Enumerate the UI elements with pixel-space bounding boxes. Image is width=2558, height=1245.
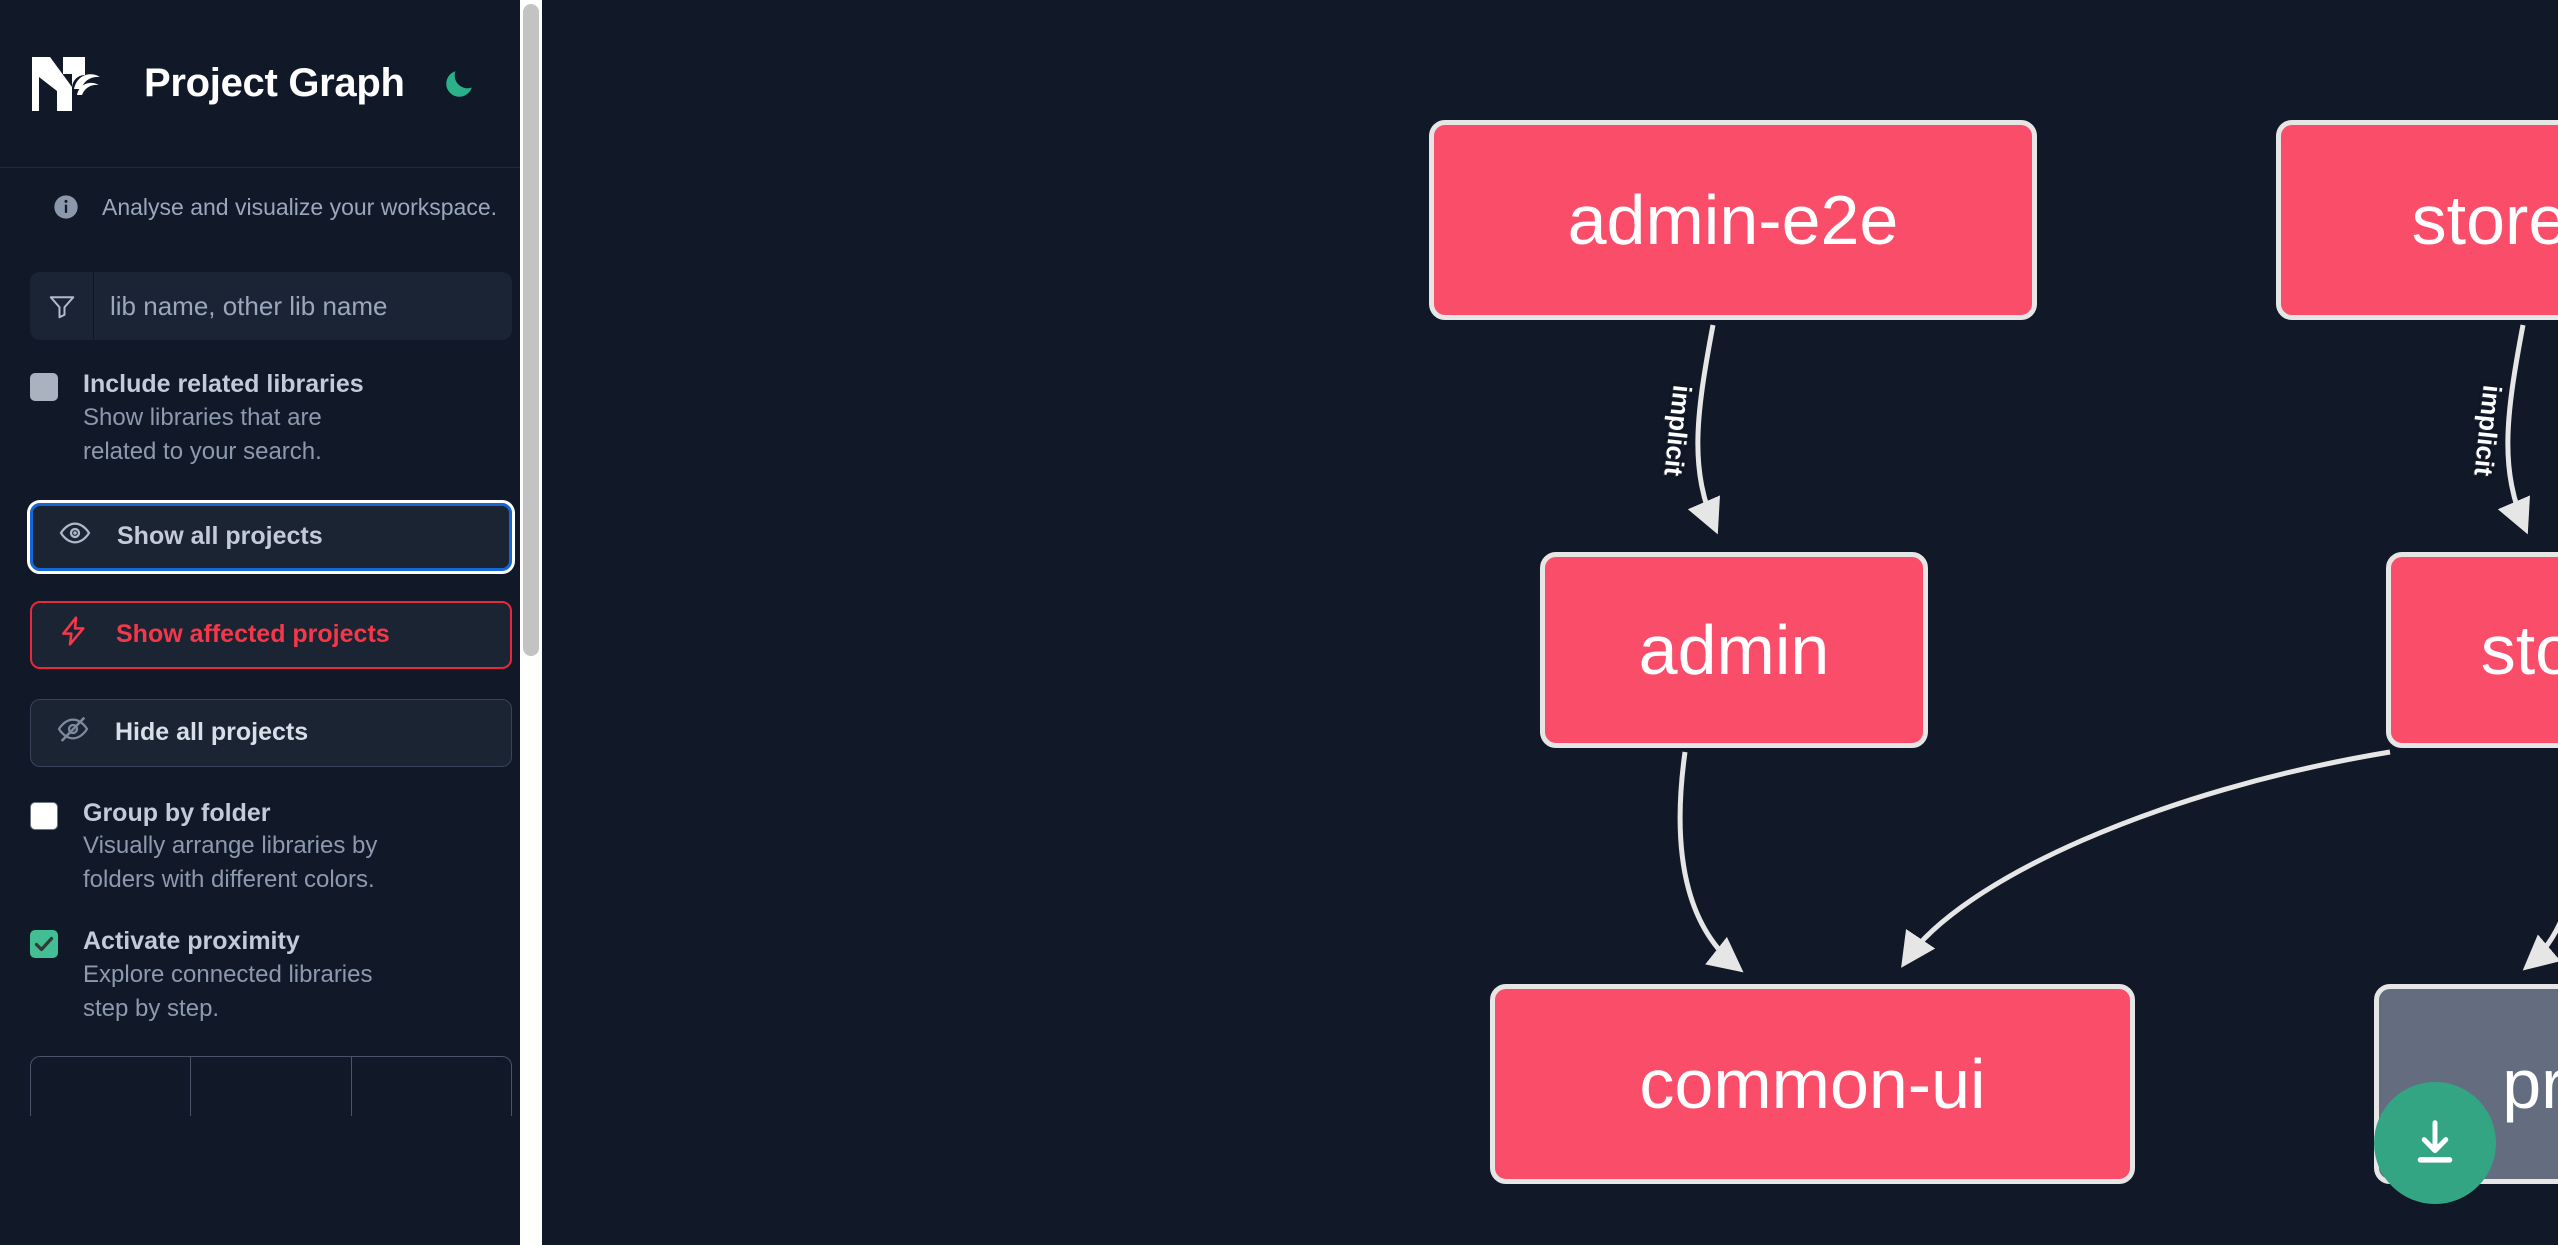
sidebar-header: Project Graph: [0, 0, 542, 168]
checkbox-group-by-folder-description: Visually arrange libraries by folders wi…: [83, 832, 378, 894]
info-icon: [52, 193, 80, 221]
edge-store-e2e-to-store: [2497, 324, 2531, 535]
graph-node-products-label: products: [2502, 1045, 2558, 1123]
moon-icon[interactable]: [439, 64, 479, 104]
graph-canvas[interactable]: admin-e2e store-e2e admin store common-u…: [560, 0, 2558, 1245]
graph-node-store[interactable]: store: [2386, 552, 2558, 748]
checkbox-include-related-libraries[interactable]: Include related libraries Show libraries…: [0, 368, 542, 469]
graph-node-common-ui-label: common-ui: [1639, 1045, 1986, 1123]
proximity-segment-3[interactable]: [352, 1057, 511, 1116]
sidebar-scrollbar-track[interactable]: [520, 0, 542, 1245]
download-button[interactable]: [2374, 1082, 2496, 1204]
eye-icon: [59, 517, 91, 556]
edge-store-to-products: [2522, 921, 2558, 971]
sidebar-tagline-text: Analyse and visualize your workspace.: [102, 193, 498, 220]
eye-off-icon: [57, 713, 89, 752]
edge-admin-e2e-to-admin: [1687, 324, 1721, 535]
show-all-projects-label: Show all projects: [117, 522, 323, 551]
page-title: Project Graph: [144, 61, 405, 105]
graph-node-common-ui[interactable]: common-ui: [1490, 984, 2135, 1184]
graph-node-store-e2e-label: store-e2e: [2411, 181, 2558, 259]
checkbox-group-by-folder-label: Group by folder: [83, 798, 271, 827]
edge-admin-to-common-ui: [1677, 751, 1744, 973]
hide-all-projects-button[interactable]: Hide all projects: [30, 698, 512, 767]
search-input[interactable]: [94, 272, 512, 340]
graph-edges: [1677, 324, 2558, 973]
show-affected-projects-button[interactable]: Show affected projects: [30, 600, 512, 669]
sidebar-scrollbar-thumb[interactable]: [523, 4, 539, 656]
checkbox-activate-proximity-description: Explore connected libraries step by step…: [83, 960, 373, 1022]
edge-store-to-common-ui: [1901, 749, 2391, 968]
sidebar-tagline: Analyse and visualize your workspace.: [0, 168, 542, 246]
visibility-button-group: Show all projects Show affected projects: [27, 499, 515, 767]
download-icon: [2417, 1120, 2453, 1163]
checkbox-group-by-folder[interactable]: Group by folder Visually arrange librari…: [0, 797, 542, 898]
sidebar: Project Graph Analyse and visualize your…: [0, 0, 560, 1245]
bolt-icon: [58, 615, 90, 654]
filter-icon: [30, 272, 94, 340]
checkbox-include-related-libraries-description: Show libraries that are related to your …: [83, 403, 322, 465]
show-all-projects-button[interactable]: Show all projects: [27, 499, 515, 574]
checkbox-activate-proximity-label: Activate proximity: [83, 927, 300, 956]
sidebar-right-edge: [542, 0, 560, 1245]
checkbox-group-by-folder-box[interactable]: [30, 801, 58, 830]
graph-node-store-e2e[interactable]: store-e2e: [2276, 120, 2558, 320]
graph-node-admin-e2e[interactable]: admin-e2e: [1429, 120, 2037, 320]
checkbox-activate-proximity[interactable]: Activate proximity Explore connected lib…: [0, 925, 542, 1026]
show-affected-projects-label: Show affected projects: [116, 620, 390, 649]
graph-node-admin-label: admin: [1638, 611, 1830, 689]
checkbox-include-related-libraries-label: Include related libraries: [83, 370, 364, 398]
checkbox-include-related-libraries-box[interactable]: [30, 373, 58, 401]
graph-node-admin-e2e-label: admin-e2e: [1567, 181, 1899, 259]
graph-node-store-label: store: [2480, 611, 2558, 689]
graph-node-admin[interactable]: admin: [1540, 552, 1928, 748]
nx-logo: [30, 53, 116, 115]
proximity-segment-1[interactable]: [31, 1056, 192, 1116]
search-bar[interactable]: [30, 272, 512, 340]
checkbox-activate-proximity-box[interactable]: [30, 930, 58, 959]
hide-all-projects-label: Hide all projects: [115, 718, 309, 747]
proximity-segment-2[interactable]: [191, 1056, 352, 1116]
proximity-segmented-control[interactable]: [30, 1055, 512, 1116]
check-icon: [34, 937, 54, 952]
